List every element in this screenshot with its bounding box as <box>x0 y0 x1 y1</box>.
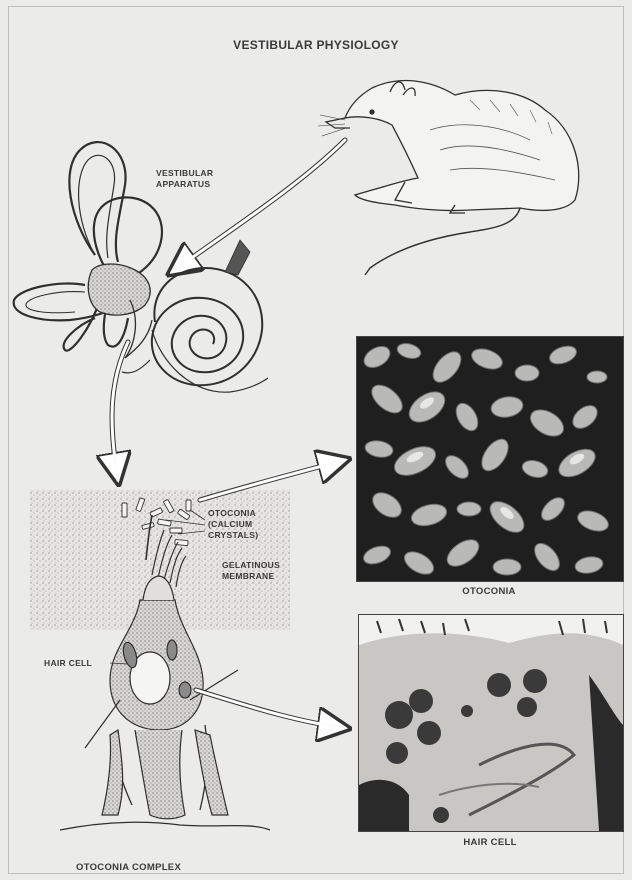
label-gelatinous-membrane: GELATINOUS MEMBRANE <box>222 560 280 582</box>
figure-title: VESTIBULAR PHYSIOLOGY <box>0 40 632 51</box>
otoconia-micrograph <box>356 336 624 582</box>
hair-cell-micrograph <box>358 614 624 832</box>
label-otoconia-calcium-crystals: OTOCONIA (CALCIUM CRYSTALS) <box>208 508 258 541</box>
vestibular-apparatus-drawing <box>14 142 162 358</box>
label-hair-cell: HAIR CELL <box>44 658 92 669</box>
label-vestibular-apparatus: VESTIBULAR APPARATUS <box>156 168 213 190</box>
hair-cell-micrograph-image <box>359 615 623 831</box>
caption-hair-cell-photo: HAIR CELL <box>358 837 622 848</box>
otoconia-micrograph-crystals <box>357 337 623 581</box>
caption-otoconia-complex: OTOCONIA COMPLEX <box>76 862 181 873</box>
caption-otoconia-photo: OTOCONIA <box>356 586 622 597</box>
cochlea-drawing <box>122 240 268 392</box>
rat-drawing <box>318 81 579 275</box>
